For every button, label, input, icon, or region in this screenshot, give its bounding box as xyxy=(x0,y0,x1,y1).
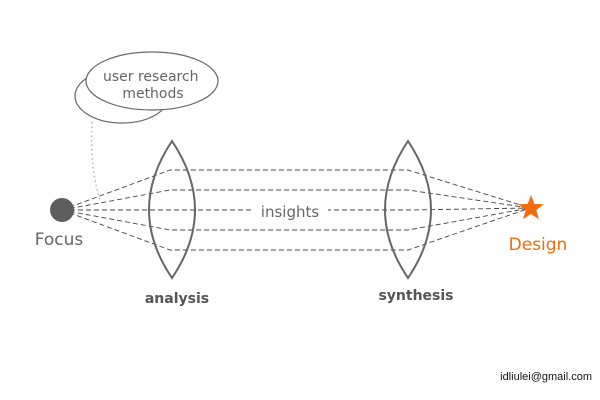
synthesis-lens xyxy=(384,139,432,280)
ray-5 xyxy=(61,207,531,251)
synthesis-label: synthesis xyxy=(378,288,453,304)
ray-1 xyxy=(61,169,531,211)
author-email: idliulei@gmail.com xyxy=(500,371,592,383)
focus-dot xyxy=(50,198,74,222)
focus-label: Focus xyxy=(35,230,84,250)
bubble-text: user research methods xyxy=(103,69,203,102)
ray-4 xyxy=(61,207,531,231)
design-label: Design xyxy=(509,235,568,255)
insights-label-bg xyxy=(252,201,328,221)
analysis-label: analysis xyxy=(145,291,209,307)
ray-2 xyxy=(61,189,531,211)
analysis-lens xyxy=(148,139,196,280)
bubble-text-line-1: user research xyxy=(103,69,199,85)
bubble-text-line-2: methods xyxy=(122,86,183,102)
design-star-icon xyxy=(518,195,544,220)
thought-bubble: user research methods xyxy=(74,51,219,124)
bubble-front-ellipse xyxy=(85,51,219,111)
insights-label: insights xyxy=(261,203,320,221)
bubble-connector xyxy=(91,121,101,201)
